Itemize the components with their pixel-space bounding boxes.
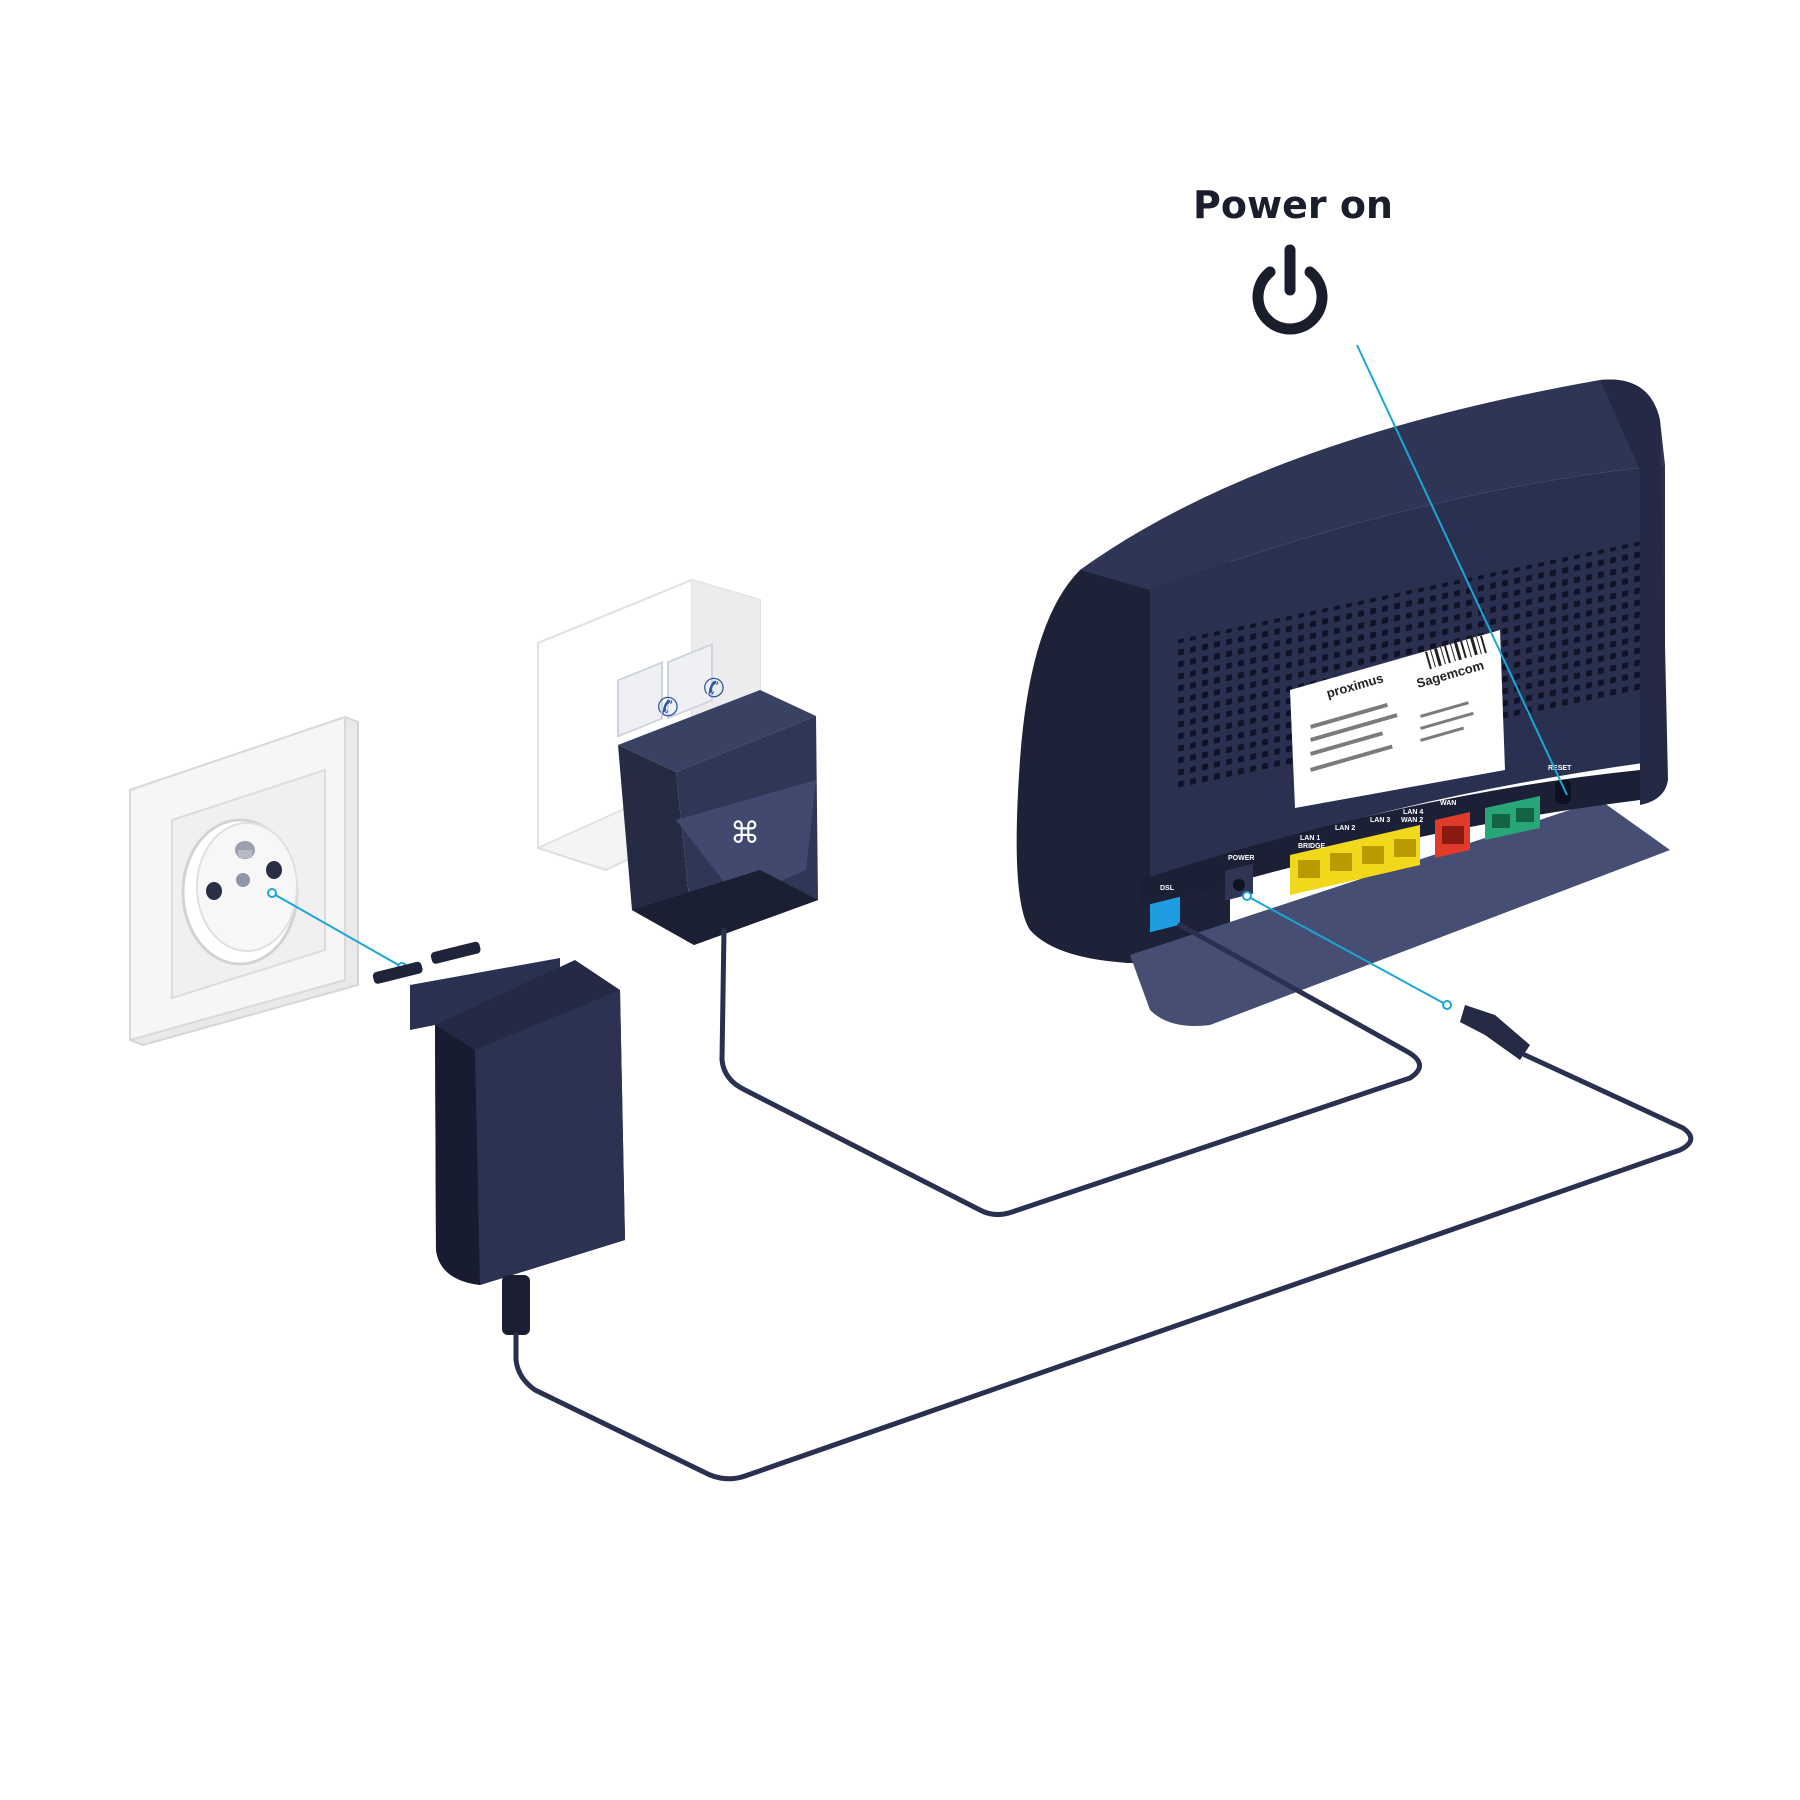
port-wan[interactable]	[1435, 812, 1470, 858]
label-lan2: LAN 2	[1335, 825, 1355, 832]
proximus-logo-icon: ⌘	[730, 816, 760, 851]
phone-icon: ✆	[657, 693, 679, 723]
port-lan-yellow[interactable]	[1290, 825, 1420, 895]
product-sticker: proximus Sagemcom	[1290, 630, 1505, 808]
label-lan3: LAN 3	[1370, 817, 1390, 824]
label-reset: RESET	[1548, 765, 1572, 772]
barrel-connector	[1460, 1005, 1530, 1060]
power-icon	[1252, 244, 1328, 335]
label-power: POWER	[1228, 855, 1254, 862]
dsl-filter: ⌘	[618, 690, 818, 945]
phone-icon: ✆	[703, 674, 725, 704]
port-phone[interactable]	[1485, 796, 1540, 840]
power-on-label: Power on	[1193, 183, 1393, 227]
wall-socket	[129, 715, 359, 1047]
label-lan4-sub: WAN 2	[1401, 817, 1423, 824]
power-cable	[513, 1052, 1694, 1482]
phone-wall-jack: ✆ ✆	[537, 578, 761, 872]
router: proximus Sagemcom	[1016, 379, 1670, 1026]
label-lan4: LAN 4	[1403, 809, 1423, 816]
guide-power-port	[1242, 891, 1452, 1010]
reset-button[interactable]	[1555, 780, 1571, 804]
label-lan1-sub: BRIDGE	[1298, 843, 1326, 850]
label-dsl: DSL	[1160, 885, 1175, 892]
dsl-cable	[719, 922, 1422, 1218]
barcode	[1425, 635, 1487, 670]
label-lan1: LAN 1	[1300, 835, 1320, 842]
label-wan: WAN	[1440, 800, 1456, 807]
socket-hole-left	[206, 882, 222, 900]
power-adapter	[372, 941, 625, 1335]
port-dsl[interactable]	[1150, 896, 1180, 933]
cables	[513, 922, 1694, 1482]
guide-power-on	[1356, 344, 1568, 796]
socket-hole-right	[266, 861, 282, 879]
